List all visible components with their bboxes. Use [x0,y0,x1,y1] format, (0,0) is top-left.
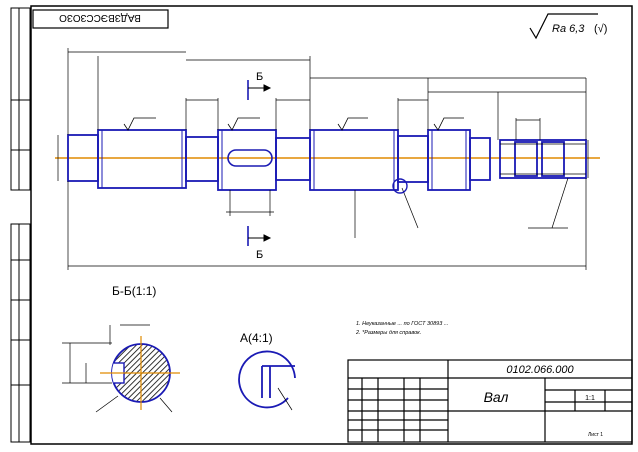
section-dimensions [62,324,173,413]
dimension-lines [57,48,589,270]
section-title: Б-Б(1:1) [112,284,156,298]
drawing-number-mirrored: ВАДЗВЭССЗОЗО [59,12,141,23]
title-scale: 1:1 [585,395,595,402]
drawing-number-box [32,9,169,29]
section-marker-top: Б [256,71,263,83]
roughness-paren: (√) [594,23,607,35]
title-part-name: Вал [484,389,509,405]
detail-title: А(4:1) [240,331,273,345]
detail-leader [277,387,293,411]
title-sheet-info: Лист 1 [588,432,603,438]
title-doc-number: 0102.066.000 [506,364,574,376]
detail-a-circle [392,178,408,194]
thread-lines [500,143,586,175]
detail-a-view [238,350,296,409]
left-margin-strips [10,7,31,443]
shaft-outline [67,129,587,191]
chamfer-lines [101,130,467,190]
keyway-slot [227,149,273,167]
title-block [347,359,633,443]
tech-requirement-1: 1. Неуказанные ... по ГОСТ 30893 ... [356,321,448,327]
roughness-symbol [529,13,598,40]
tech-requirement-2: 2. *Размеры для справок. [355,330,421,336]
section-view [100,336,180,410]
section-marker-bottom: Б [256,249,263,261]
section-arrows [248,84,272,242]
sheet-frame [30,5,633,445]
roughness-marks [123,117,464,131]
roughness-note: Ra 6,3 [552,23,585,35]
